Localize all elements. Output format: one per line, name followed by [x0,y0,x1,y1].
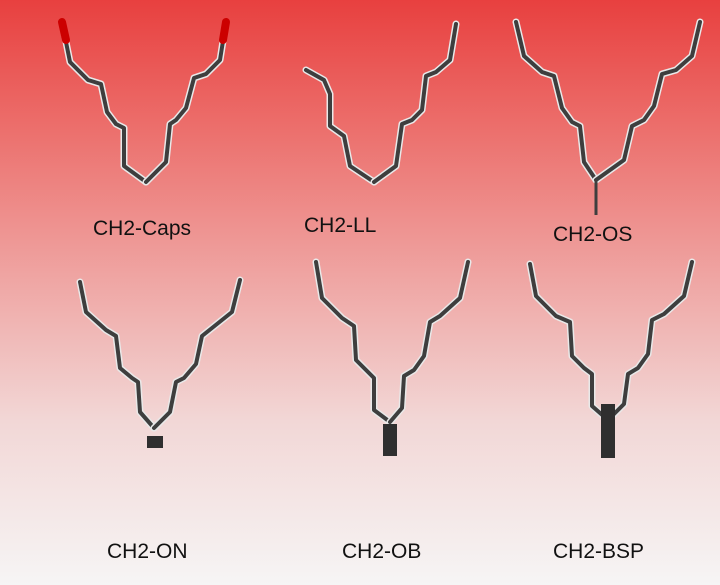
label-ch2-bsp: CH2-BSP [553,540,645,563]
ob-left-chain [312,258,394,426]
ll-left-chain [302,66,378,186]
os-left-chain [512,18,600,184]
label-ch2-on: CH2-ON [107,540,188,563]
ob-right-chain [386,258,472,426]
on-anchor-block [147,436,163,448]
caps-left-chain [58,18,150,186]
caps-left-cap [58,18,70,44]
bsp-anchor-block [601,404,615,458]
caps-right-chain [142,18,230,186]
ob-anchor-block [383,424,397,456]
label-ch2-ll: CH2-LL [304,214,377,237]
caps-right-cap [219,18,230,44]
on-left-chain [76,278,158,432]
label-ch2-ob: CH2-OB [342,540,422,563]
on-right-chain [150,276,244,432]
label-ch2-caps: CH2-Caps [93,217,192,240]
os-right-chain [592,18,704,184]
bsp-right-chain [604,258,696,424]
label-ch2-os: CH2-OS [553,223,633,246]
ll-right-chain [370,20,460,186]
bsp-left-chain [526,260,612,424]
